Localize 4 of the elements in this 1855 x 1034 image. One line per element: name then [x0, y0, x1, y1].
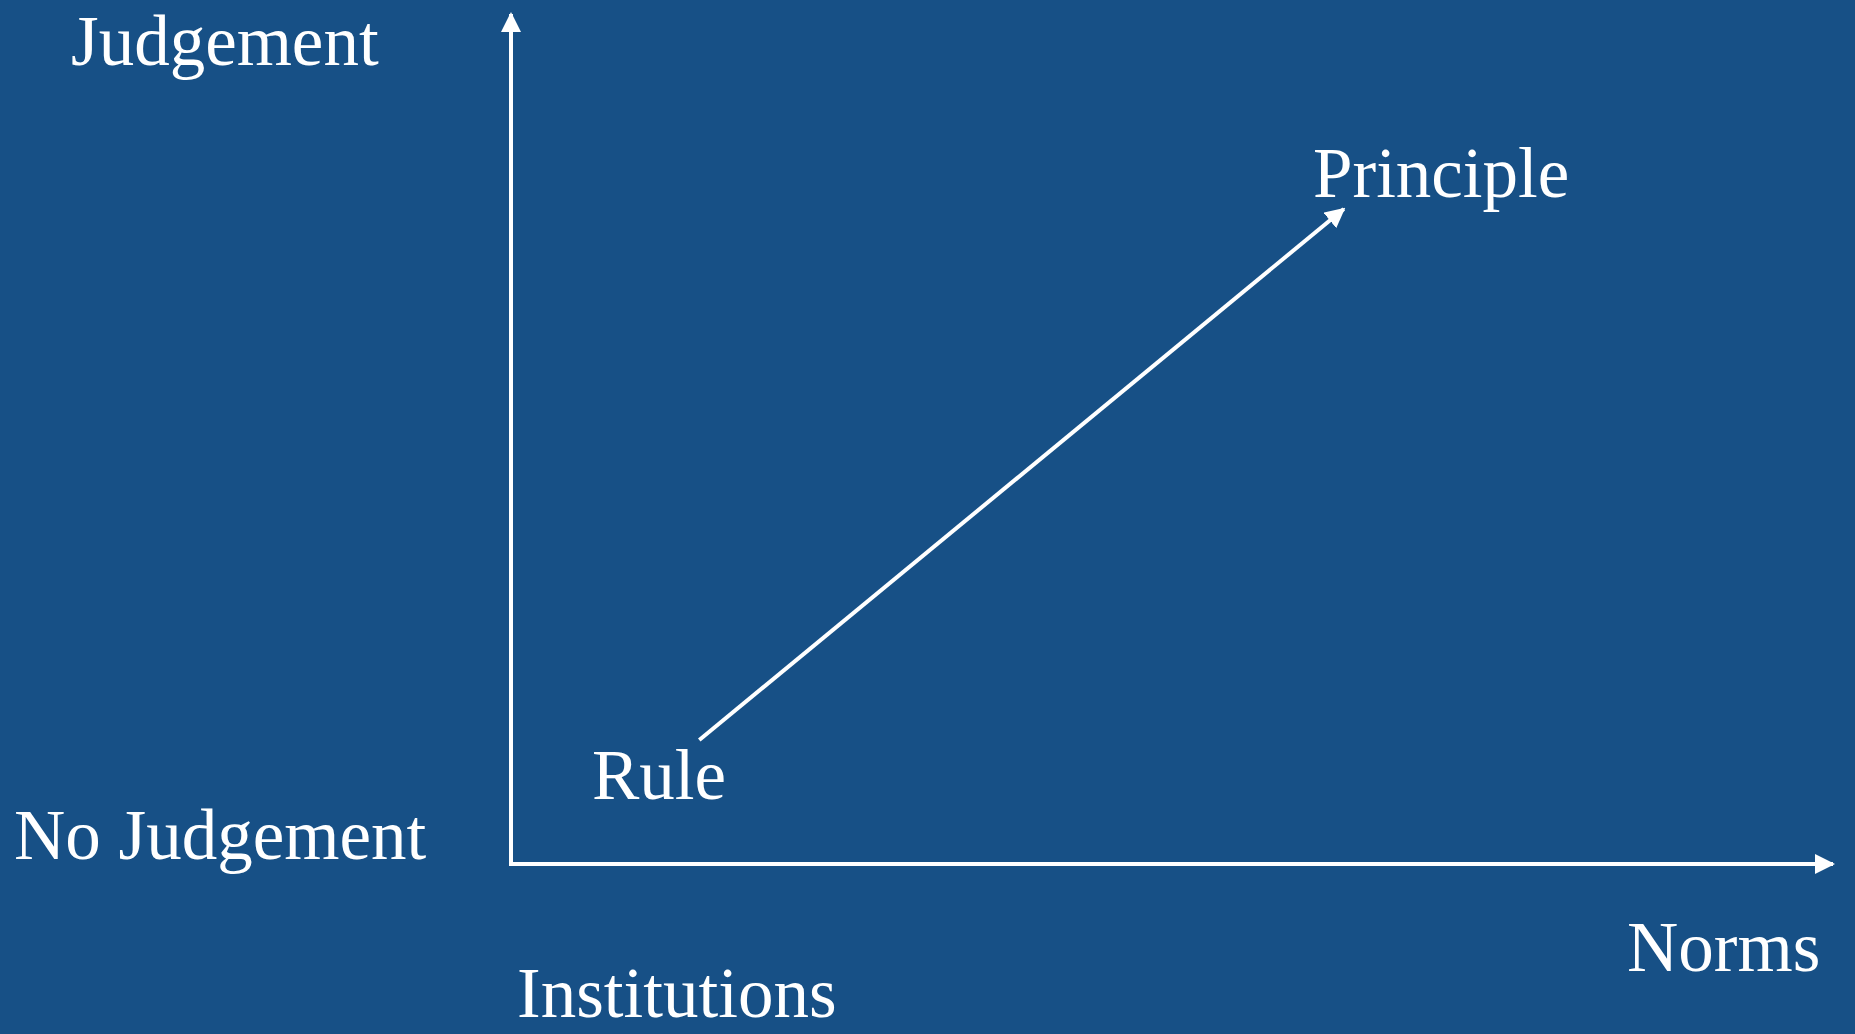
point-label: Rule — [592, 740, 727, 811]
arrow — [698, 207, 1346, 742]
axis-label: Institutions — [517, 958, 837, 1029]
axis-label: Norms — [1627, 912, 1821, 983]
